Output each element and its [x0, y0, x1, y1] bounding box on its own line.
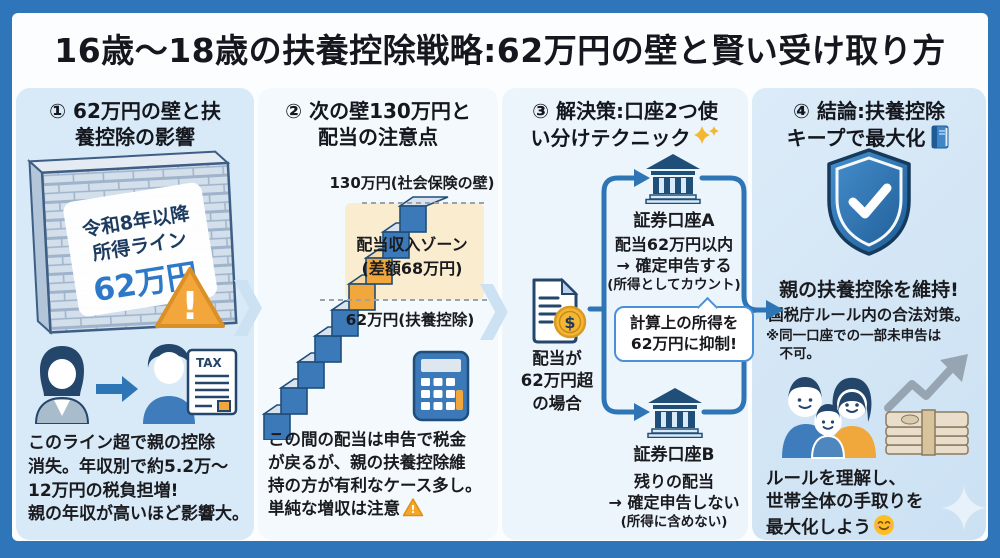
arrowhead-merge-right: [766, 300, 784, 320]
panel-2-body-text: この間の配当は申告で税金 が戻るが、親の扶養控除維 持の方が有利なケース多し。 …: [268, 428, 492, 523]
book-icon: [929, 124, 951, 156]
panel-4-body: ルールを理解し、 世帯全体の手取りを 最大化しよう: [766, 469, 924, 539]
arrowhead-to-account-a: [634, 169, 650, 187]
stairs-icon: [261, 196, 449, 441]
panel-4-conclusion: ④ 結論:扶養控除 キープで最大化 親の扶養控除を維持! 国税庁ルール内の合法対…: [752, 88, 986, 540]
account-a-line2: → 確定申告する: [616, 256, 732, 276]
tax-document-icon: TAX: [186, 348, 238, 420]
bank-icon-account-b: [646, 386, 704, 442]
account-b-name: 証券口座B: [633, 445, 715, 465]
panel-3-heading: ③ 解決策:口座2つ使 い分けテクニック: [508, 98, 742, 154]
account-b-line3: (所得に含めない): [620, 514, 728, 531]
account-a-labels: 証券口座A 配当62万円以内 → 確定申告する (所得としてカウント): [586, 206, 762, 294]
brick-wall-icon: 令和8年以降 所得ライン 62万円: [19, 138, 249, 351]
sparkle-icon: [940, 484, 988, 536]
warning-triangle-icon: !: [152, 264, 228, 336]
account-a-line3: (所得としてカウント): [607, 277, 741, 294]
shield-check-icon: [821, 146, 917, 262]
page-title: 16歳〜18歳の扶養控除戦略:62万円の壁と賢い受け取り方: [54, 31, 946, 70]
svg-text:!: !: [410, 503, 415, 516]
warning-exclamation: !: [181, 284, 198, 328]
money-arrow-icon: [880, 350, 976, 464]
panel-4-note: ※同一口座での一部未申告は 不可。: [766, 328, 942, 363]
wall-label: 令和8年以降 所得ライン 62万円: [63, 182, 218, 317]
sparkles-icon: [693, 124, 720, 154]
bank-icon-account-a: [644, 152, 702, 208]
panel-1-62man-wall: ① 62万円の壁と扶 養控除の影響 令和8年以降 所得ライン 62万円: [16, 88, 254, 540]
document-dollar-icon: $: [526, 274, 588, 350]
dollar-sign: $: [564, 313, 575, 332]
account-a-name: 証券口座A: [633, 211, 715, 231]
panel-4-line2: 国税庁ルール内の合法対策。: [768, 306, 970, 324]
upper-wall-label: 130万円(社会保険の壁): [329, 174, 494, 192]
account-b-labels: 証券口座B 残りの配当 → 確定申告しない (所得に含めない): [582, 440, 766, 531]
calculator-icon: [412, 350, 470, 426]
income-cap-callout: 計算上の所得を 62万円に抑制!: [614, 306, 754, 362]
zone-label-line1: 配当収入ゾーン: [356, 235, 467, 254]
account-b-line2: → 確定申告しない: [608, 493, 740, 513]
panel-2-heading: ② 次の壁130万円と 配当の注意点: [285, 99, 471, 149]
panel-4-heading-text: ④ 結論:扶養控除 キープで最大化: [786, 99, 945, 150]
warning-triangle-icon: !: [402, 497, 424, 523]
source-label: 配当が 62万円超 の場合: [520, 349, 594, 413]
panel-4-line1: 親の扶養控除を維持!: [779, 279, 959, 301]
panel-3-heading-text: ③ 解決策:口座2つ使 い分けテクニック: [530, 99, 718, 150]
arrowhead-to-account-b: [634, 403, 650, 421]
tax-label: TAX: [196, 356, 223, 370]
panel-3-two-accounts: ③ 解決策:口座2つ使 い分けテクニック 証券口座A 配当62万円以内 → 確定…: [502, 88, 784, 540]
account-b-line1: 残りの配当: [633, 472, 714, 491]
panel-1-heading: ① 62万円の壁と扶 養控除の影響: [49, 99, 221, 149]
zone-label-line2: (差額68万円): [362, 259, 463, 278]
panel-2-130man-wall: ② 次の壁130万円と 配当の注意点 130万円(社会保険の壁) 配当収入ゾーン…: [258, 88, 498, 540]
panel-2-body: この間の配当は申告で税金 が戻るが、親の扶養控除維 持の方が有利なケース多し。 …: [268, 430, 482, 519]
panel-1-body-text: このライン超で親の控除 消失。年収別で約5.2万〜 12万円の税負担増! 親の年…: [28, 433, 249, 525]
man-icon: [138, 342, 200, 428]
family-icon: [778, 360, 880, 468]
arrow-right-icon: [96, 376, 138, 406]
stairs-diagram: 130万円(社会保険の壁) 配当収入ゾーン (差額68万円) 62万円(扶養控除…: [261, 148, 495, 444]
smiley-icon: [873, 514, 895, 543]
panel-4-body-text: ルールを理解し、 世帯全体の手取りを 最大化しよう: [766, 468, 980, 543]
panel-4-heading: ④ 結論:扶養控除 キープで最大化: [758, 98, 980, 156]
woman-icon: [30, 344, 94, 428]
lower-wall-label: 62万円(扶養控除): [346, 310, 475, 329]
account-a-line1: 配当62万円以内: [614, 235, 734, 254]
